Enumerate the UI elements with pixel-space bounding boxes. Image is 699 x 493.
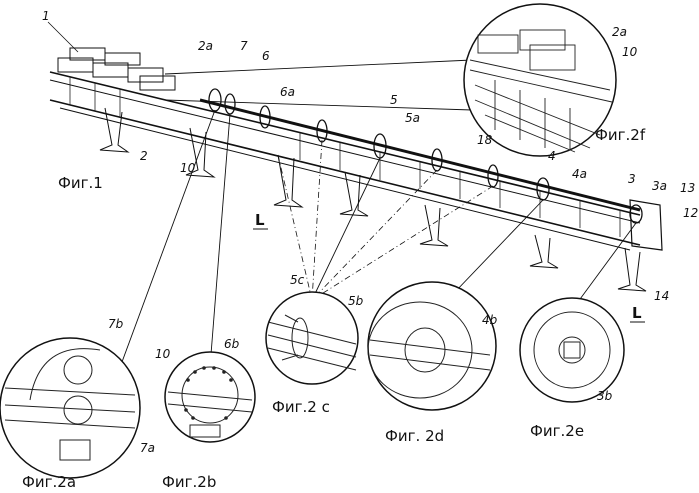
ref-2a-detail: 2a	[612, 25, 627, 39]
caption-fig2e: Фиг.2e	[530, 422, 584, 440]
detail-2e	[520, 298, 624, 402]
ref-6: 6	[262, 49, 270, 63]
ref-10: 10	[180, 161, 196, 175]
ref-3b: 3b	[597, 389, 613, 403]
ref-6a: 6a	[280, 85, 295, 99]
caption-fig2a: Фиг.2a	[22, 473, 76, 491]
ref-13: 13	[680, 181, 695, 195]
ref-5c: 5c	[290, 273, 305, 287]
ref-3a: 3a	[652, 179, 667, 193]
ref-4: 4	[548, 149, 556, 163]
ref-2: 2	[140, 149, 148, 163]
caption-fig2c: Фиг.2 c	[272, 398, 330, 416]
caption-fig2b: Фиг.2b	[162, 473, 216, 491]
ref-12: 12	[683, 206, 698, 220]
ref-7a: 7a	[140, 441, 155, 455]
ref-6b: 6b	[224, 337, 240, 351]
caption-fig1: Фиг.1	[58, 174, 103, 192]
ref-4a: 4a	[572, 167, 587, 181]
caption-fig2f: Фиг.2f	[595, 126, 646, 144]
detail-2a	[0, 338, 140, 478]
ref-1: 1	[42, 9, 50, 23]
ref-4b: 4b	[482, 313, 498, 327]
detail-2c	[266, 292, 358, 384]
ref-10-2a: 10	[155, 347, 171, 361]
ref-5: 5	[390, 93, 398, 107]
ref-L-left: L	[255, 211, 265, 229]
ref-14: 14	[654, 289, 669, 303]
ref-18: 18	[477, 133, 493, 147]
ref-10-detail: 10	[622, 45, 638, 59]
ref-7: 7	[240, 39, 248, 53]
detail-2b	[165, 352, 255, 442]
ref-2a: 2a	[198, 39, 213, 53]
ref-L-right: L	[632, 304, 642, 322]
ref-5a: 5a	[405, 111, 420, 125]
ref-5b: 5b	[348, 294, 364, 308]
ref-3: 3	[628, 172, 636, 186]
ref-7b: 7b	[108, 317, 124, 331]
caption-fig2d: Фиг. 2d	[385, 427, 444, 445]
detail-2d	[368, 282, 496, 410]
